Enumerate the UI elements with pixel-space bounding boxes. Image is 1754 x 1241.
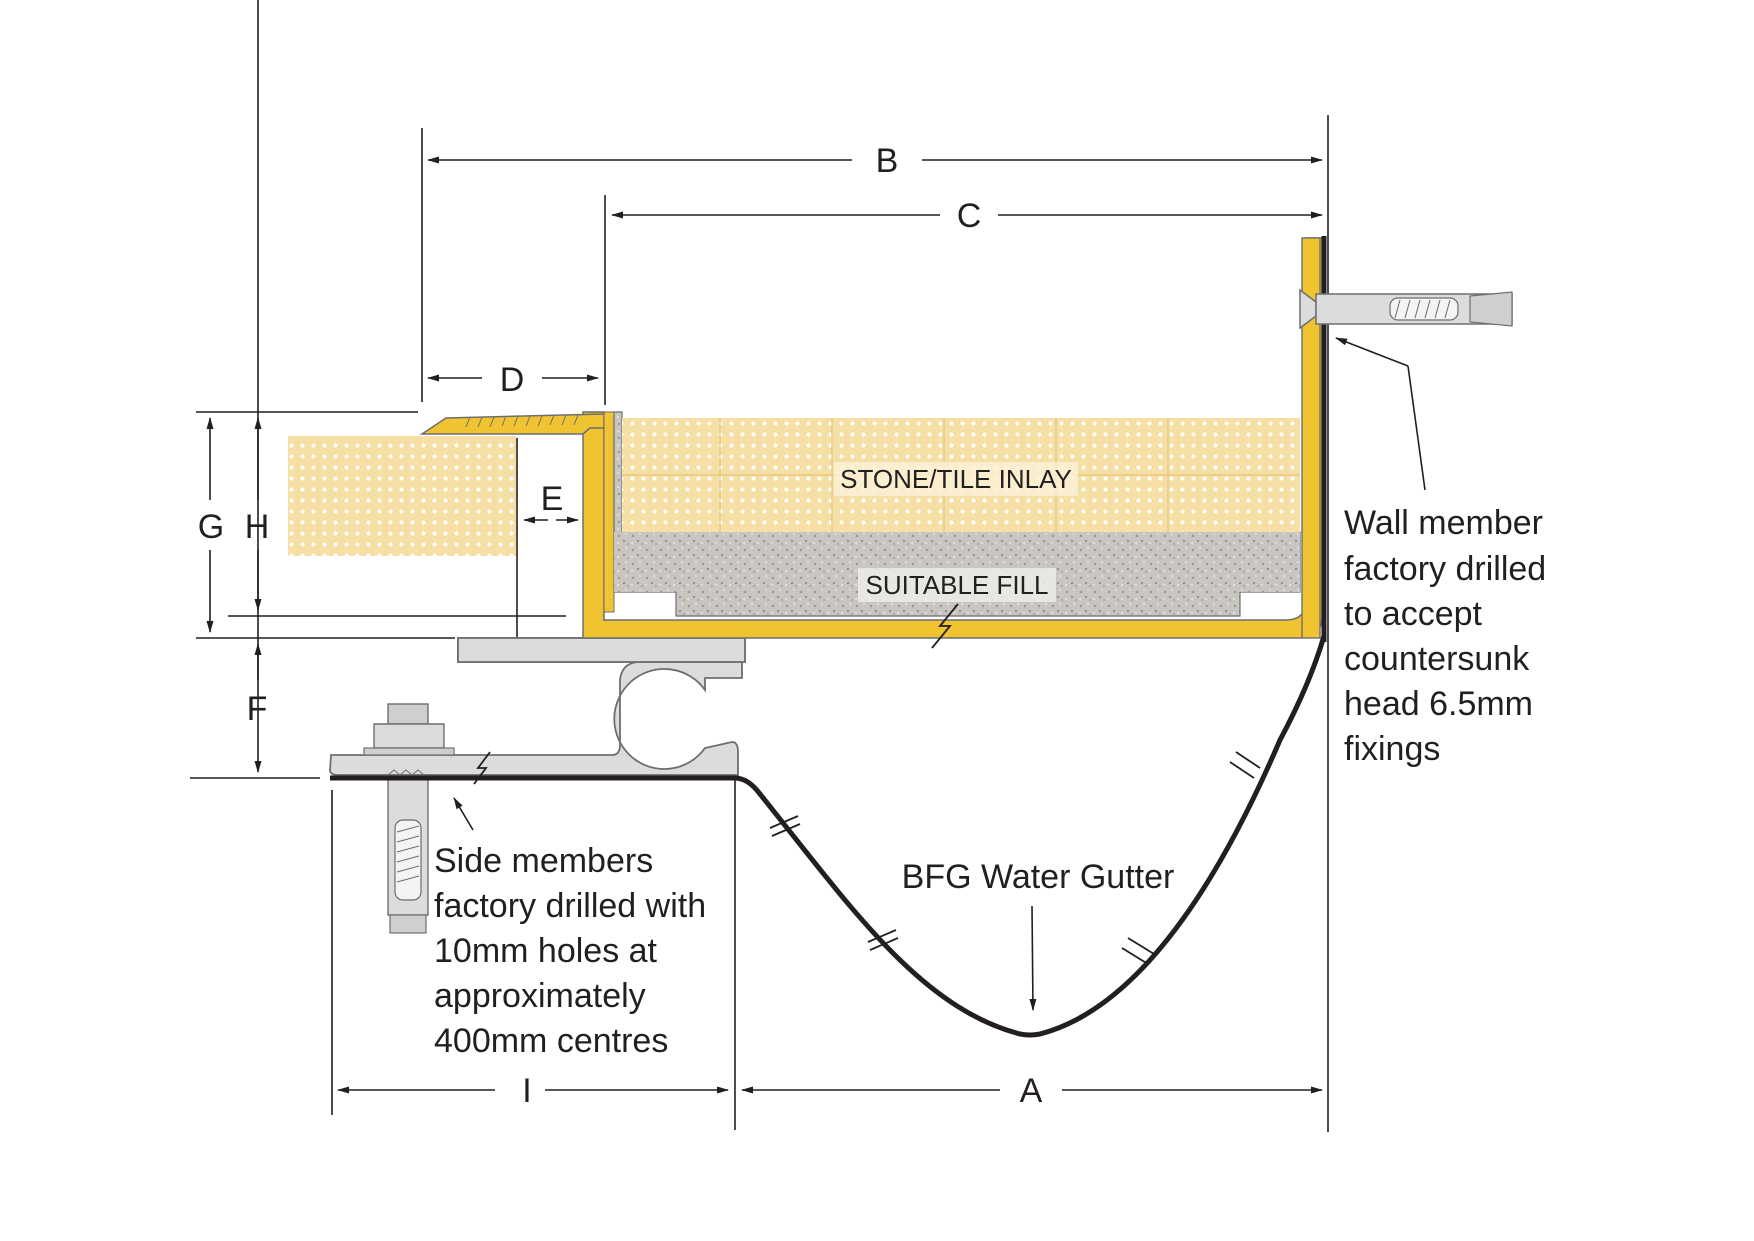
nosing-grooves	[465, 414, 579, 428]
wall-member-note: Wall member factory drilled to accept co…	[1344, 504, 1546, 768]
dim-label-e: E	[541, 480, 564, 518]
floor-anchor-bolt	[363, 703, 455, 934]
side-members-note: Side members factory drilled with 10mm h…	[434, 842, 706, 1060]
side-note-line-2: factory drilled with	[434, 887, 706, 925]
wall-note-line-4: countersunk	[1344, 640, 1530, 678]
fill-label: SUITABLE FILL	[865, 570, 1048, 600]
wall-note-line-1: Wall member	[1344, 504, 1543, 542]
dim-label-i: I	[522, 1072, 531, 1110]
side-note-line-1: Side members	[434, 842, 653, 880]
inlay-label: STONE/TILE INLAY	[840, 464, 1072, 494]
side-note-line-5: 400mm centres	[434, 1022, 668, 1060]
gutter-break-marks	[473, 603, 1261, 965]
wall-member-upright	[1301, 237, 1321, 639]
extension-lines	[190, 115, 1329, 1132]
aluminium-top-plate	[457, 637, 746, 663]
dim-label-b: B	[876, 142, 899, 180]
left-floor-tile	[288, 436, 516, 556]
yellow-profile-inner-leg	[603, 411, 615, 613]
dim-label-d: D	[500, 361, 525, 399]
dim-label-f: F	[247, 690, 268, 728]
dim-label-g: G	[198, 508, 224, 546]
wall-anchor-bolt	[1299, 288, 1513, 330]
dim-label-c: C	[957, 197, 982, 235]
side-note-line-3: 10mm holes at	[434, 932, 658, 970]
leader-lines	[453, 337, 1426, 1011]
gutter-label: BFG Water Gutter	[902, 858, 1175, 896]
fill-label-bg	[858, 568, 1056, 602]
dimension-lines	[206, 0, 1323, 1094]
wall-note-line-6: fixings	[1344, 730, 1440, 768]
dim-label-a: A	[1020, 1072, 1043, 1110]
side-note-line-4: approximately	[434, 977, 646, 1015]
wall-note-line-3: to accept	[1344, 595, 1483, 633]
inlay-label-bg	[834, 462, 1078, 496]
dim-label-h: H	[245, 508, 270, 546]
water-gutter-membrane	[330, 635, 1327, 1038]
wall-note-line-5: head 6.5mm	[1344, 685, 1533, 723]
wall-note-line-2: factory drilled	[1344, 550, 1546, 588]
